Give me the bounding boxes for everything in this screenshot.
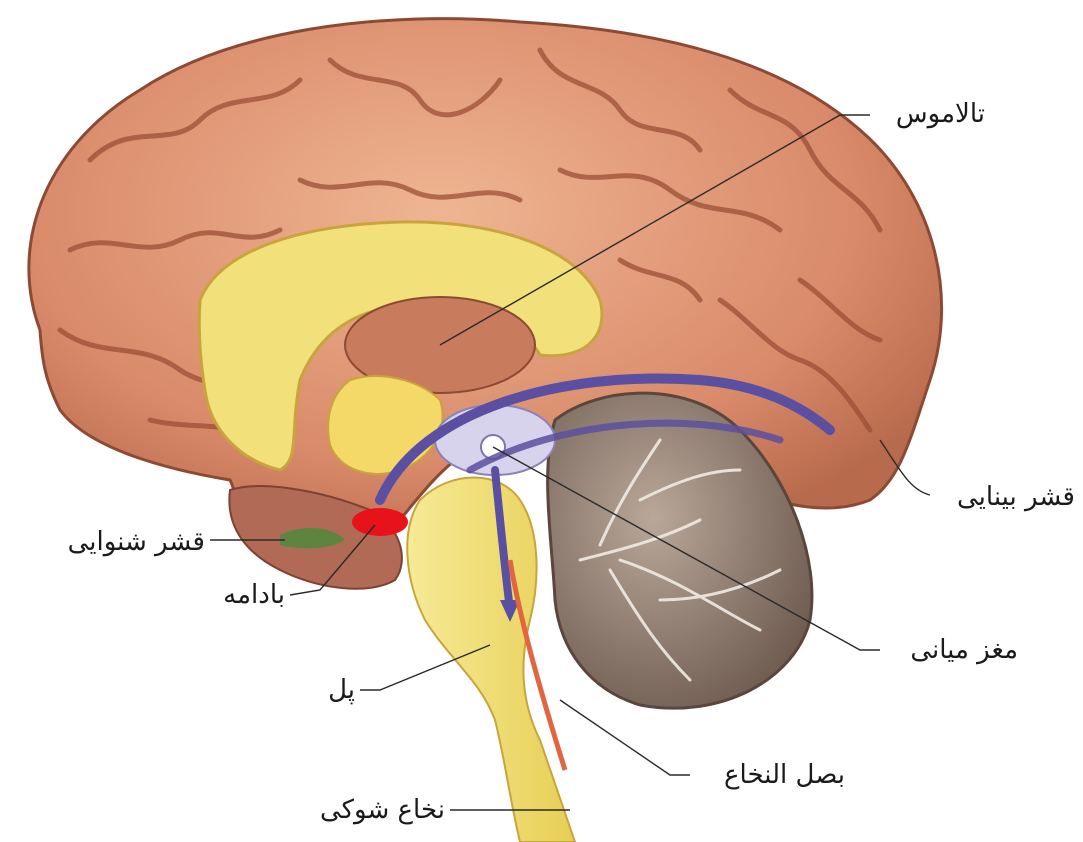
label-midbrain: مغز میانی bbox=[910, 635, 1018, 665]
label-visual-cortex: قشر بینایی bbox=[957, 482, 1075, 512]
label-spinal-cord: نخاع شوکی bbox=[320, 795, 445, 825]
label-auditory-cortex: قشر شنوایی bbox=[68, 527, 205, 557]
label-thalamus: تالاموس bbox=[896, 99, 985, 129]
label-medulla: بصل النخاع bbox=[724, 760, 845, 790]
label-amygdala: بادامه bbox=[223, 580, 285, 610]
leader-medulla bbox=[560, 700, 690, 775]
label-pons: پل bbox=[328, 675, 355, 705]
amygdala-shape bbox=[352, 508, 408, 536]
